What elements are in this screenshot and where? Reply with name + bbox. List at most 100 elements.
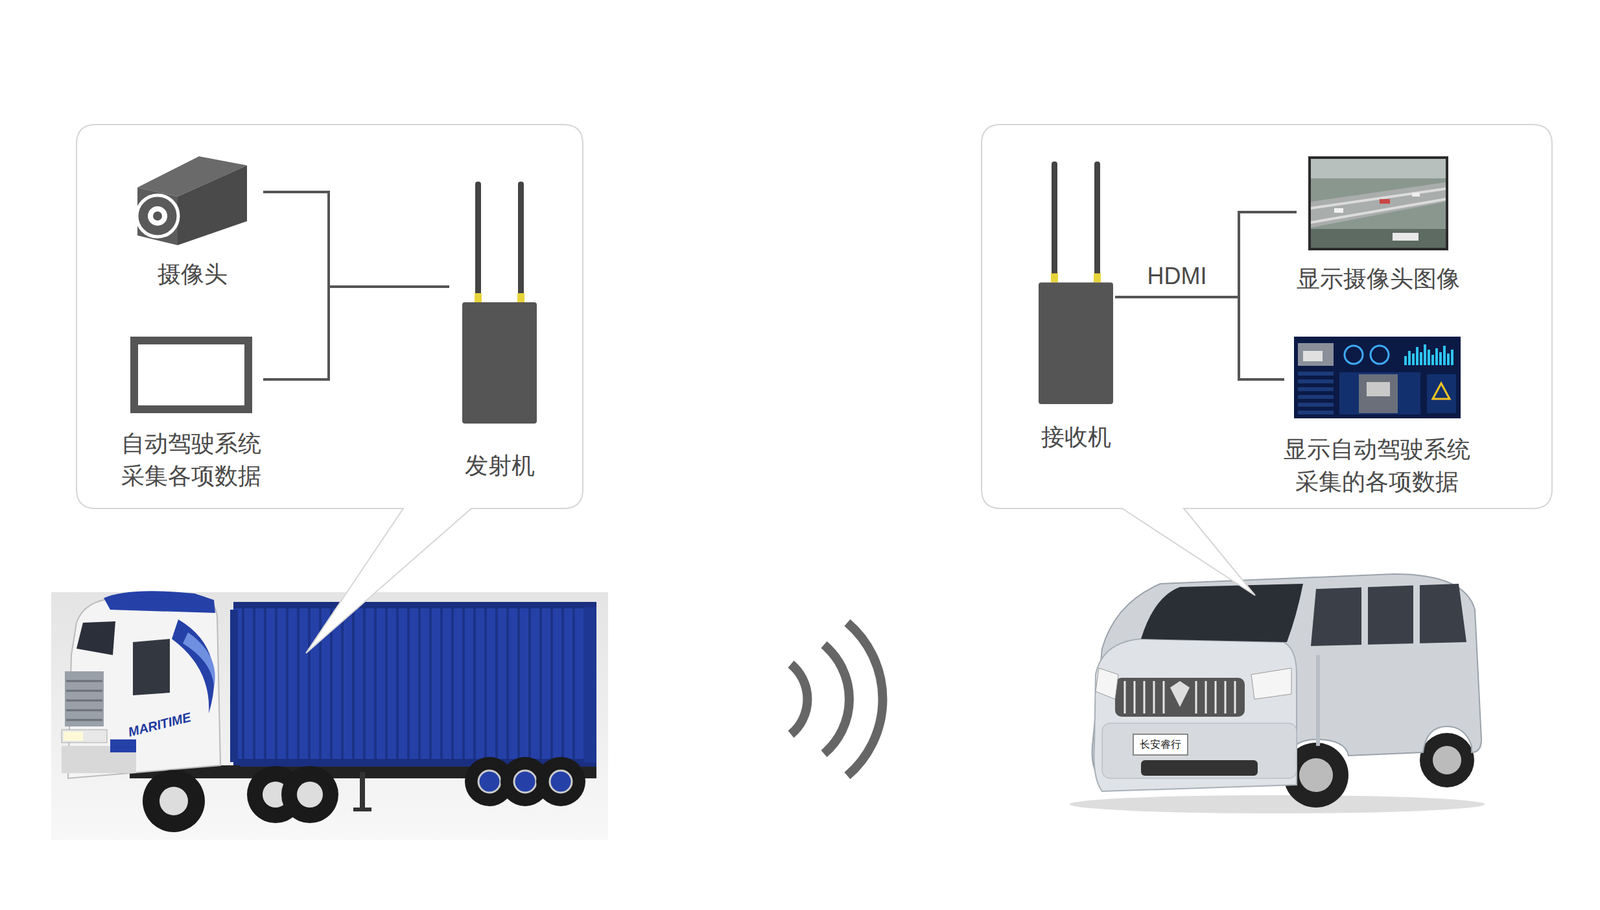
node-label: 显示自动驾驶系统 采集的各项数据 xyxy=(1280,433,1475,498)
monitor-icon xyxy=(130,336,253,413)
van-illustration-part xyxy=(1141,759,1258,776)
label-wrap: 长安睿行 xyxy=(1139,737,1182,751)
connector-line xyxy=(1115,211,1297,297)
truck-illustration-part-part xyxy=(241,608,245,760)
radio-icon-part xyxy=(1094,161,1101,279)
truck-illustration-part xyxy=(514,770,537,793)
radio-icon-part xyxy=(517,293,525,303)
truck-illustration-part-part xyxy=(252,608,256,760)
van-illustration-part xyxy=(1141,583,1304,642)
radio-icon-part xyxy=(1038,282,1114,404)
van-illustration-part xyxy=(1124,680,1236,714)
truck-illustration-part-part xyxy=(263,608,267,760)
truck-illustration-part xyxy=(359,771,365,811)
dash-icon-part-part xyxy=(1297,402,1334,407)
callout-panel xyxy=(76,124,583,653)
truck-illustration-part-part xyxy=(517,608,520,760)
van-illustration-part xyxy=(1361,586,1368,645)
dash-icon-part-part xyxy=(1450,349,1454,365)
truck-illustration-part-part xyxy=(528,608,531,760)
node-label: 发射机 xyxy=(464,449,535,482)
van-illustration-part-part xyxy=(1153,680,1156,714)
van-illustration-part-part xyxy=(1214,680,1217,714)
van-illustration-part xyxy=(1419,732,1475,788)
dash-icon-part-part xyxy=(1423,344,1427,365)
photo-icon-part xyxy=(1334,208,1344,213)
van-illustration-part xyxy=(1310,583,1467,646)
truck-illustration-part-part xyxy=(352,608,355,760)
truck-illustration-part xyxy=(66,680,103,720)
label-wrap: 发射机 xyxy=(464,449,535,482)
radio-icon-part xyxy=(1050,272,1059,283)
dash-icon-part-part xyxy=(1415,346,1419,365)
truck-illustration-part-part xyxy=(285,608,289,760)
van-illustration-part-part xyxy=(1234,680,1237,714)
dash-icon xyxy=(1294,336,1461,419)
photo-icon-part xyxy=(1308,156,1449,251)
interface-label: HDMI xyxy=(1147,262,1208,290)
truck-illustration-part-part xyxy=(484,608,487,760)
truck-illustration-part xyxy=(159,786,189,815)
dash-icon-part-part xyxy=(1297,387,1334,391)
truck-illustration-part-part xyxy=(539,608,542,760)
dash-icon-part xyxy=(1404,344,1454,365)
node-label: 自动驾驶系统 采集各项数据 xyxy=(117,427,266,493)
radio-icon xyxy=(1038,161,1114,404)
van-illustration-part xyxy=(1432,745,1462,775)
wireless-waves-part xyxy=(790,663,808,734)
truck-illustration-part xyxy=(61,729,107,743)
radio-node: 发射机 xyxy=(462,181,537,424)
truck-illustration-part xyxy=(63,731,83,741)
dash-icon-part-part xyxy=(1419,352,1423,365)
van-illustration-part xyxy=(1316,654,1320,746)
callout-panel xyxy=(981,124,1553,596)
connector-line xyxy=(263,286,450,380)
truck-illustration-part xyxy=(583,606,597,763)
dash-icon-part xyxy=(1366,381,1390,397)
dash-icon-part-part xyxy=(1447,353,1450,365)
truck-illustration-part xyxy=(296,781,323,808)
dash-icon-part-part xyxy=(1411,353,1415,365)
truck-illustration-part-part xyxy=(66,718,103,721)
truck-illustration-part-part xyxy=(550,608,553,760)
screen-node: 显示自动驾驶系统 采集的各项数据 xyxy=(1294,336,1461,419)
dash-icon-part-part xyxy=(1443,345,1446,365)
truck-illustration-part xyxy=(132,638,170,695)
photo-icon-part xyxy=(1310,158,1446,179)
camera-node: 摄像头 xyxy=(137,156,248,246)
van-illustration-part-part xyxy=(1224,680,1227,714)
photo-icon-part xyxy=(1411,192,1420,197)
photo-icon-part xyxy=(1310,228,1446,248)
van-illustration-part xyxy=(1094,638,1298,791)
dash-icon-part-part xyxy=(1431,354,1435,365)
dash-icon-part-part xyxy=(1297,394,1334,399)
van-illustration-part xyxy=(1102,722,1297,778)
truck-illustration-part-part xyxy=(66,689,103,692)
truck-illustration-part-part xyxy=(374,608,377,760)
dash-icon-part xyxy=(1344,345,1363,364)
wireless-waves-part xyxy=(847,622,883,776)
van-illustration xyxy=(1069,573,1485,813)
node-label: 接收机 xyxy=(1041,420,1112,454)
radio-icon xyxy=(462,181,537,424)
connector-line xyxy=(1115,296,1285,380)
camera-icon-part xyxy=(152,211,163,221)
truck-illustration-part-part xyxy=(66,699,103,702)
truck-illustration-part xyxy=(182,632,216,688)
camera-icon-part xyxy=(136,195,179,237)
van-illustration-part-part xyxy=(1133,680,1136,714)
truck-illustration-part xyxy=(536,756,586,806)
van-illustration-part-part xyxy=(1124,680,1127,714)
van-illustration-part xyxy=(1133,733,1188,755)
label-wrap: 显示摄像头图像 xyxy=(1296,262,1460,295)
truck-illustration-part xyxy=(110,739,137,753)
camera-icon-part xyxy=(177,165,248,246)
dash-icon-part xyxy=(1432,383,1450,399)
van-illustration-part-part xyxy=(1163,680,1165,714)
wireless-waves xyxy=(790,622,883,776)
photo-icon-part xyxy=(1310,197,1446,224)
truck-illustration-part-part xyxy=(307,608,311,760)
wireless-waves-part xyxy=(823,644,850,754)
truck-illustration-part-part xyxy=(396,608,399,760)
